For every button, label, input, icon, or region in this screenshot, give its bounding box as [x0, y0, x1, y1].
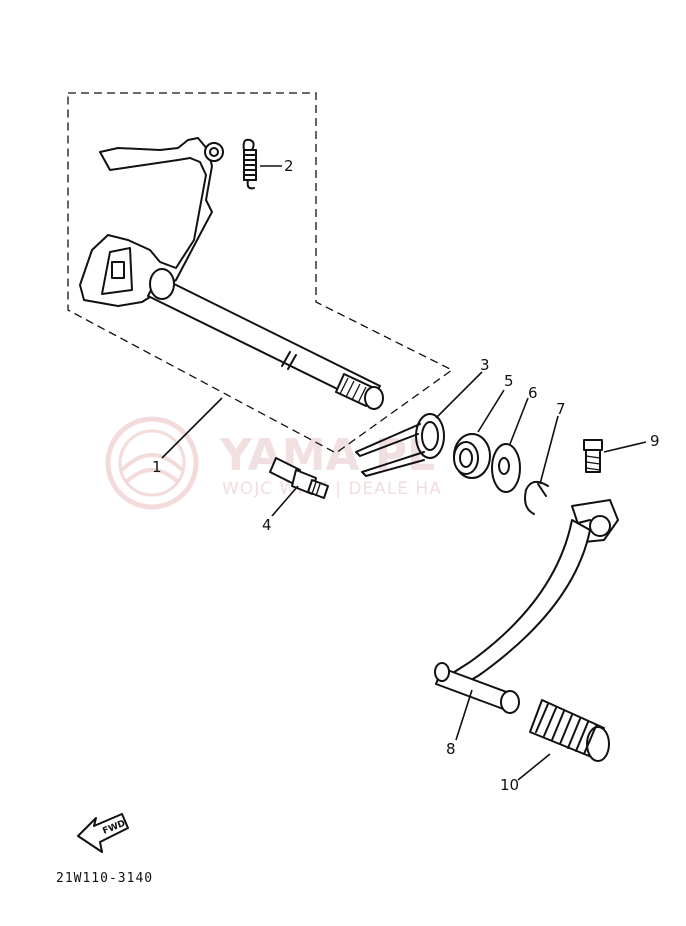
- leader-lines: [161, 165, 647, 781]
- return-spring: [242, 138, 257, 190]
- oil-seal: [453, 433, 491, 479]
- callout-3: 3: [480, 356, 490, 374]
- pedal-rubber: [529, 699, 610, 762]
- circlip: [524, 480, 549, 515]
- shift-pedal: [434, 499, 619, 714]
- callout-1: 1: [152, 458, 162, 476]
- callout-7: 7: [556, 400, 566, 418]
- forward-arrow-icon: FWD: [77, 813, 129, 853]
- watermark-brand: YAMA PL: [219, 430, 435, 481]
- callout-2: 2: [284, 157, 294, 175]
- watermark: YAMA PL WOJC WICZ | DEALE HA: [105, 416, 442, 510]
- stopper-bolt: [269, 457, 329, 499]
- callout-5: 5: [504, 372, 514, 390]
- assembly-boundary: [67, 92, 454, 454]
- diagram-code: 21W110-3140: [56, 871, 153, 886]
- callout-4: 4: [262, 516, 272, 534]
- shift-shaft-assembly: [79, 137, 384, 410]
- callouts: 2 1 3 5 6 7 9 4 8 10: [152, 157, 660, 794]
- callout-9: 9: [650, 432, 660, 450]
- pinch-bolt: [583, 439, 603, 473]
- callout-10: 10: [500, 776, 519, 794]
- watermark-tagline: WOJC WICZ | DEALE HA: [222, 479, 442, 499]
- torsion-spring: [355, 413, 445, 477]
- washer: [491, 443, 521, 493]
- watermark-logo-icon: [105, 416, 199, 510]
- callout-8: 8: [446, 740, 456, 758]
- callout-6: 6: [528, 384, 538, 402]
